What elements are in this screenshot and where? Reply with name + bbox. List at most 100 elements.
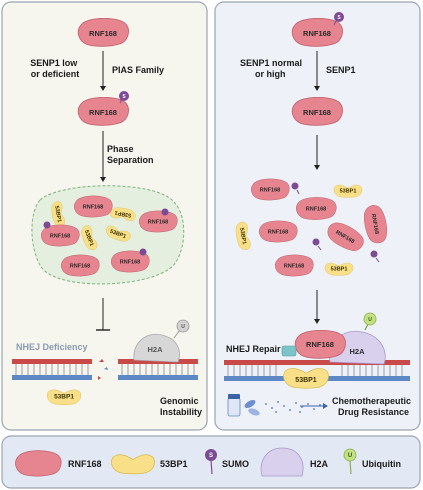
svg-text:53BP1: 53BP1	[238, 227, 247, 245]
left-step1-line1: SENP1 low	[30, 58, 78, 68]
droplet-53bp1: 53BP1	[109, 205, 137, 222]
svg-text:RNF168: RNF168	[306, 206, 326, 212]
sumo-icon	[119, 91, 129, 101]
svg-text:RNF168: RNF168	[303, 108, 331, 117]
repair-53bp1: 53BP1	[283, 367, 329, 389]
droplet-rnf168: RNF168	[138, 208, 178, 233]
genomic-instability-label: Genomic Instability	[160, 396, 202, 417]
arrowhead	[323, 403, 328, 409]
sumo-icon	[43, 221, 51, 229]
svg-text:RNF168: RNF168	[70, 263, 90, 269]
svg-text:RNF168: RNF168	[50, 233, 70, 239]
right-step1-line1: SENP1 normal	[240, 58, 302, 68]
repair-connector	[281, 345, 297, 357]
droplet-53bp1: 53BP1	[78, 224, 99, 253]
svg-text:S: S	[337, 15, 341, 21]
protein-label: RNF168	[89, 29, 117, 38]
sumo-icon	[161, 208, 169, 216]
droplet-rnf168: RNF168	[40, 221, 80, 247]
svg-text:RNF168: RNF168	[120, 259, 140, 265]
legend-label: H2A	[310, 459, 329, 469]
chemo-line1: Chemotherapeutic	[332, 396, 411, 406]
droplet-contents: RNF168 53BP1 53BP1 RNF168 53BP1 53BP1 RN…	[40, 195, 178, 277]
sumo-icon	[334, 12, 344, 22]
droplet-rnf168: RNF168	[73, 195, 113, 218]
free-rnf168: RNF168	[274, 254, 314, 277]
svg-text:53BP1: 53BP1	[53, 205, 62, 223]
drug-icon	[227, 394, 260, 417]
left-step1-enzyme: PIAS Family	[112, 65, 164, 75]
right-step1-line2: or high	[255, 69, 286, 79]
sumo-icon	[370, 250, 378, 258]
svg-text:53BP1: 53BP1	[340, 188, 357, 194]
svg-text:RNF168: RNF168	[268, 229, 288, 235]
free-rnf168: RNF168	[295, 197, 337, 220]
left-dna-broken	[12, 359, 198, 380]
nhej-deficiency-label: NHEJ Deficiency	[16, 342, 88, 352]
free-53bp1: 53BP1	[333, 184, 363, 198]
repair-rnf168: RNF168	[281, 330, 346, 359]
arrowhead	[314, 86, 320, 91]
sumo-icon	[312, 238, 320, 246]
droplet-53bp1: 53BP1	[103, 224, 132, 245]
sumo-icon	[291, 182, 299, 190]
right-rnf168-top: RNF168 S	[291, 12, 344, 47]
svg-text:H2A: H2A	[147, 345, 163, 354]
droplet-53bp1: 53BP1	[49, 200, 66, 228]
svg-text:RNF168: RNF168	[83, 204, 103, 210]
free-sumo	[370, 250, 380, 263]
free-53bp1: 53BP1	[233, 220, 252, 252]
svg-text:RNF168: RNF168	[303, 29, 331, 38]
chemo-resistance-label: Chemotherapeutic Drug Resistance	[332, 396, 414, 417]
legend-label: 53BP1	[160, 459, 188, 469]
right-step1-enzyme: SENP1	[326, 65, 356, 75]
svg-text:53BP1: 53BP1	[114, 209, 132, 218]
legend-label: SUMO	[222, 459, 249, 469]
nhej-repair-label: NHEJ Repair	[226, 344, 281, 354]
left-step2-line2: Separation	[107, 155, 154, 165]
svg-text:RNF168: RNF168	[306, 340, 334, 349]
left-rnf168-top: RNF168	[77, 18, 129, 47]
ubiquitin-icon	[176, 319, 190, 333]
legend-label: RNF168	[68, 459, 102, 469]
left-step1-line2: or deficient	[31, 69, 80, 79]
svg-text:U: U	[181, 324, 185, 330]
svg-text:RNF168: RNF168	[370, 213, 379, 234]
legend: RNF168 53BP1 S SUMO H2A U Ubiquitin	[15, 447, 401, 477]
free-rnf168: RNF168	[258, 220, 298, 243]
free-53bp1: 53BP1	[324, 262, 354, 276]
arrowhead	[314, 319, 320, 324]
svg-text:RNF168: RNF168	[260, 187, 280, 193]
chemo-line2: Drug Resistance	[338, 407, 409, 417]
left-h2a: H2A U	[133, 319, 190, 363]
svg-text:53BP1: 53BP1	[331, 266, 348, 272]
genomic-line1: Genomic	[160, 396, 199, 406]
sumo-icon	[139, 248, 147, 256]
rnf168-icon	[15, 450, 62, 477]
genomic-line2: Instability	[160, 407, 202, 417]
right-step1-condition: SENP1 normal or high	[240, 58, 305, 79]
protein-label: RNF168	[89, 108, 117, 117]
legend-label: Ubiquitin	[362, 459, 401, 469]
droplet-rnf168: RNF168	[60, 254, 100, 277]
left-step1-condition: SENP1 low or deficient	[30, 58, 80, 79]
svg-text:S: S	[209, 453, 213, 459]
h2a-icon	[260, 447, 304, 477]
arrowhead	[100, 177, 106, 182]
left-free-53bp1: 53BP1	[46, 389, 82, 406]
svg-text:53BP1: 53BP1	[83, 229, 94, 247]
left-rnf168-sumo: RNF168 S	[77, 91, 129, 126]
svg-text:RNF168: RNF168	[148, 219, 168, 225]
ubiquitin-icon: U	[343, 448, 357, 475]
free-rnf168: RNF168	[361, 203, 390, 246]
svg-text:H2A: H2A	[349, 347, 365, 356]
dispersed-proteins: RNF168 53BP1 RNF168 RNF168 53BP1 RNF168	[233, 178, 390, 277]
svg-text:U: U	[368, 317, 372, 323]
free-rnf168: RNF168	[323, 217, 368, 256]
droplet-rnf168: RNF168	[110, 248, 150, 273]
right-rnf168-desumo: RNF168	[291, 97, 343, 126]
left-step2-label: Phase Separation	[107, 144, 154, 165]
svg-text:53BP1: 53BP1	[54, 394, 74, 401]
ubiquitin-icon	[363, 312, 377, 326]
